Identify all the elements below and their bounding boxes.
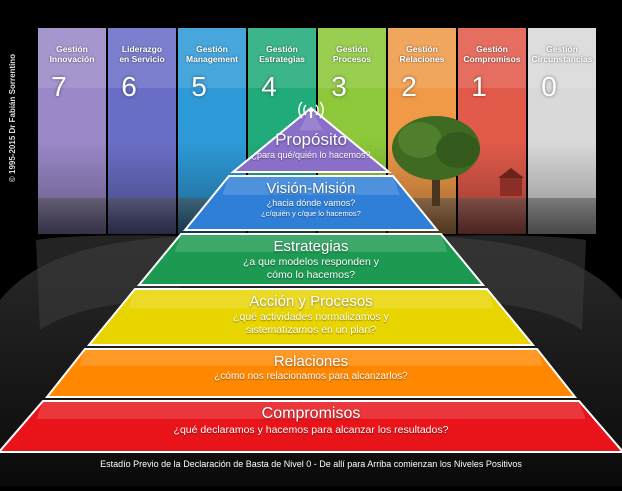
panel-number-7: 7: [51, 71, 67, 102]
panel-6: [108, 28, 176, 234]
level-subtitle-6: ¿qué declaramos y hacemos para alcanzar …: [173, 424, 449, 436]
pyramid-level-4: [86, 288, 536, 346]
tree-illustration: [392, 116, 524, 206]
panel-number-1: 1: [471, 71, 487, 102]
panel-number-4: 4: [261, 71, 277, 102]
panel-number-5: 5: [191, 71, 207, 102]
panel-0: [528, 28, 596, 234]
level-title-3: Estrategias: [273, 238, 349, 255]
panel-number-6: 6: [121, 71, 137, 102]
broadcast-icon: [298, 101, 324, 119]
level-title-2: Visión-Misión: [266, 180, 356, 197]
pyramid-level-5: [44, 348, 578, 398]
level-subtitle-1: ¿para qué/quién lo hacemos?: [251, 150, 371, 160]
panel-number-0: 0: [541, 71, 557, 102]
level-subtitle-5: ¿cómo nos relacionamos para alcanzarlos?: [214, 371, 408, 382]
panel-7: [38, 28, 106, 234]
level-subtitle2-2: ¿c/quién y c/que lo hacemos?: [261, 209, 361, 218]
pyramid-level-3: [136, 233, 486, 286]
level-subtitle-4: ¿qué actividades normalizamos y: [233, 311, 389, 323]
panel-number-3: 3: [331, 71, 347, 102]
pyramid-level-2: [182, 175, 440, 231]
panel-number-2: 2: [401, 71, 417, 102]
level-subtitle2-4: sistematizamos en un plan?: [245, 323, 377, 336]
level-title-5: Relaciones: [273, 353, 349, 370]
level-subtitle-3: ¿a que modelos responden y: [242, 256, 379, 268]
level-title-6: Compromisos: [261, 405, 361, 422]
level-subtitle2-3: cómo lo hacemos?: [266, 268, 356, 281]
level-subtitle-2: ¿hacia dónde vamos?: [266, 198, 356, 208]
footer-caption: Estadío Previo de la Declaración de Bast…: [100, 459, 522, 469]
level-title-1: Propósito: [275, 130, 347, 149]
pyramid-level-1: [230, 106, 392, 173]
pyramid-level-6: [0, 400, 622, 453]
level-title-4: Acción y Procesos: [249, 293, 373, 310]
